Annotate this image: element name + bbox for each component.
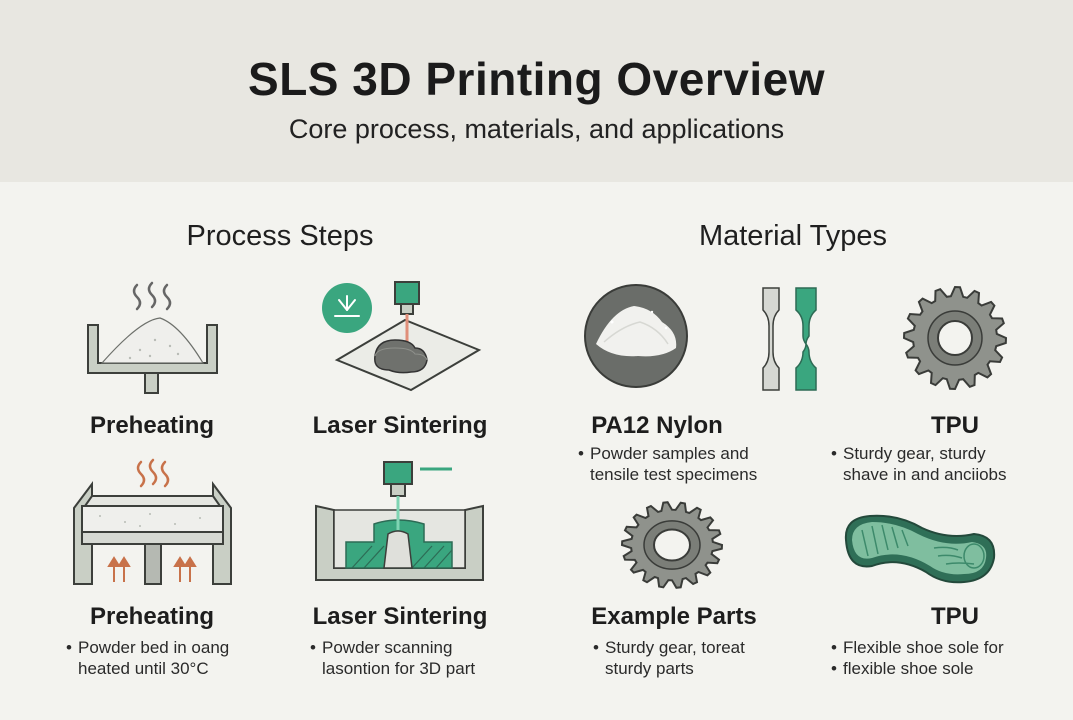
laser-sintering-plate-illustration [322, 281, 482, 392]
bullet-item: Flexible shoe sole for [831, 637, 1004, 658]
powder-icon [584, 284, 688, 388]
bullet-item: tensile test specimens [590, 465, 758, 484]
gear-icon [620, 501, 724, 589]
bullet-item: shave in and anciiobs [843, 465, 1007, 484]
process-label-2: Laser Sintering [312, 412, 488, 439]
heat-waves-icon [132, 281, 172, 311]
bullet-item: flexible shoe sole [831, 658, 1004, 679]
bullet-item: Sturdy gear, toreat [593, 637, 745, 658]
bullet-item: sturdy parts [605, 659, 694, 678]
material-label-4: TPU [931, 603, 979, 630]
powder-sample-illustration [584, 284, 688, 388]
bullet-item: Powder samples and [578, 443, 757, 464]
material-label-1: PA12 Nylon [591, 412, 723, 439]
header-banner: SLS 3D Printing Overview Core process, m… [0, 0, 1073, 182]
heat-waves-icon [136, 458, 170, 488]
shoe-sole-illustration [844, 514, 996, 584]
bullet-item: Powder scanning [310, 637, 475, 658]
material-label-3: Example Parts [591, 603, 757, 630]
material-bullets-4: Flexible shoe sole for flexible shoe sol… [831, 637, 1004, 679]
material-bullets-3: Sturdy gear, toreat sturdy parts [593, 637, 745, 679]
process-bullets-3: Powder bed in oang heated until 30°C [66, 637, 229, 679]
materials-section-title: Material Types [698, 220, 888, 252]
tensile-specimen-icon [762, 287, 817, 391]
process-label-4: Laser Sintering [312, 603, 488, 630]
process-label-1: Preheating [89, 412, 215, 439]
bullet-item: heated until 30°C [78, 659, 209, 678]
process-bullets-4: Powder scanning lasontion for 3D part [310, 637, 475, 679]
material-label-2: TPU [931, 412, 979, 439]
process-section-title: Process Steps [186, 220, 374, 252]
gear-illustration-bottom [620, 501, 724, 589]
tensile-specimens-illustration [762, 287, 817, 391]
bullet-item: lasontion for 3D part [322, 659, 476, 678]
gear-illustration-top [902, 285, 1008, 391]
heat-arrow-icon [107, 556, 197, 582]
bullet-item: Powder bed in oang [66, 637, 229, 658]
laser-sintering-chamber-illustration [315, 461, 484, 581]
laser-icon [322, 283, 372, 333]
page-subtitle: Core process, materials, and application… [288, 114, 785, 144]
preheating-powder-bed-illustration [73, 458, 232, 585]
material-bullets-2: Sturdy gear, sturdy shave in and anciiob… [831, 443, 1007, 485]
bullet-item: Sturdy gear, sturdy [831, 443, 1007, 464]
material-bullets-1: Powder samples and tensile test specimen… [578, 443, 757, 485]
page-title: SLS 3D Printing Overview [248, 53, 825, 105]
gear-icon [902, 285, 1008, 391]
preheating-hopper-illustration [87, 281, 218, 394]
shoe-sole-icon [844, 514, 996, 584]
process-label-3: Preheating [89, 603, 215, 630]
